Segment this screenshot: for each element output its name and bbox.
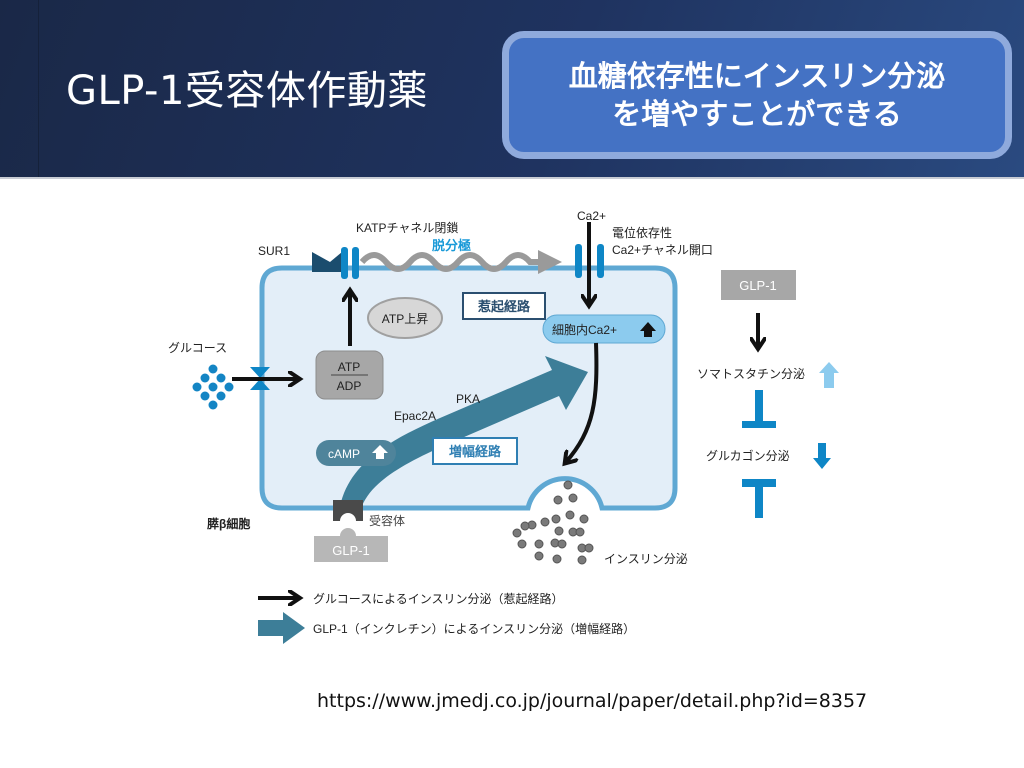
atp-label: ATP [338, 360, 360, 374]
slide-title: GLP-1受容体作動薬 [66, 68, 428, 114]
sur1-icon [312, 252, 342, 272]
atp-rise-bubble [367, 297, 443, 339]
amplify-pathway-label: 増幅経路 [449, 444, 502, 459]
legend-amplify-label: GLP-1（インクレチン）によるインスリン分泌（増幅経路） [313, 621, 635, 636]
inhibit-tee-icon [742, 479, 776, 518]
trigger-pathway-box [462, 292, 546, 320]
epac2a-label: Epac2A [394, 409, 436, 423]
ca-to-exocytosis-arrow [566, 342, 599, 462]
depolarization-wave [359, 252, 540, 272]
trigger-pathway-label: 惹起経路 [478, 299, 531, 314]
glp1-ligand-label: GLP-1 [332, 543, 370, 558]
intracellular-ca-label: 細胞内Ca2+ [552, 323, 617, 337]
pka-label: PKA [456, 392, 480, 406]
glucose-label: グルコース [168, 341, 227, 355]
depolarization-arrowhead [538, 250, 562, 274]
side-glp1-label: GLP-1 [739, 278, 777, 293]
camp-label: cAMP [328, 447, 360, 461]
glp1-ligand-box [314, 528, 388, 562]
amplify-pathway-box [432, 437, 518, 465]
glucose-transporter-icon [250, 367, 270, 390]
atp-rise-label: ATP上昇 [382, 312, 428, 326]
side-glp1-box [721, 270, 796, 300]
source-url[interactable]: https://www.jmedj.co.jp/journal/paper/de… [317, 690, 868, 712]
legend-teal-arrow [258, 612, 305, 644]
vdcc-label-line1: 電位依存性 [612, 225, 672, 240]
intracellular-ca-pill [542, 314, 666, 344]
depolarization-label: 脱分極 [432, 238, 471, 253]
somatostatin-label: ソマトスタチン分泌 [697, 367, 805, 381]
somatostatin-up-arrow-icon [819, 362, 839, 388]
receptor-label: 受容体 [369, 513, 405, 528]
vdcc-channel-icon-right [597, 244, 604, 278]
amplification-arrow [340, 356, 588, 506]
insulin-secretion-label: インスリン分泌 [604, 552, 688, 566]
camp-pill [316, 440, 396, 466]
inhibit-bar-icon [742, 390, 776, 428]
insulin-granules [512, 480, 594, 565]
callout-box: 血糖依存性にインスリン分泌 を増やすことができる [502, 31, 1012, 159]
vdcc-channel-icon [575, 244, 582, 278]
katp-channel-icon [341, 247, 348, 279]
katp-channel-label: KATPチャネル閉鎖 [356, 220, 458, 235]
vdcc-label-line2: Ca2+チャネル開口 [612, 243, 713, 257]
glucagon-label: グルカゴン分泌 [706, 448, 790, 463]
beta-cell-label: 膵β細胞 [207, 516, 250, 531]
camp-up-arrow-icon [372, 445, 388, 459]
up-arrow-icon [640, 322, 656, 337]
adp-label: ADP [337, 379, 362, 393]
glucagon-down-arrow-icon [813, 443, 831, 469]
legend-trigger-label: グルコースによるインスリン分泌（惹起経路） [313, 591, 564, 606]
sur1-label: SUR1 [258, 244, 290, 258]
glucose-molecules [192, 364, 234, 410]
katp-channel-icon-right [352, 247, 359, 279]
callout-text: 血糖依存性にインスリン分泌 を増やすことができる [568, 59, 946, 131]
ca-ion-label: Ca2+ [577, 209, 606, 223]
header-bottom-border [0, 177, 1024, 179]
header-divider [38, 0, 39, 178]
glp1-receptor-icon [333, 500, 363, 521]
